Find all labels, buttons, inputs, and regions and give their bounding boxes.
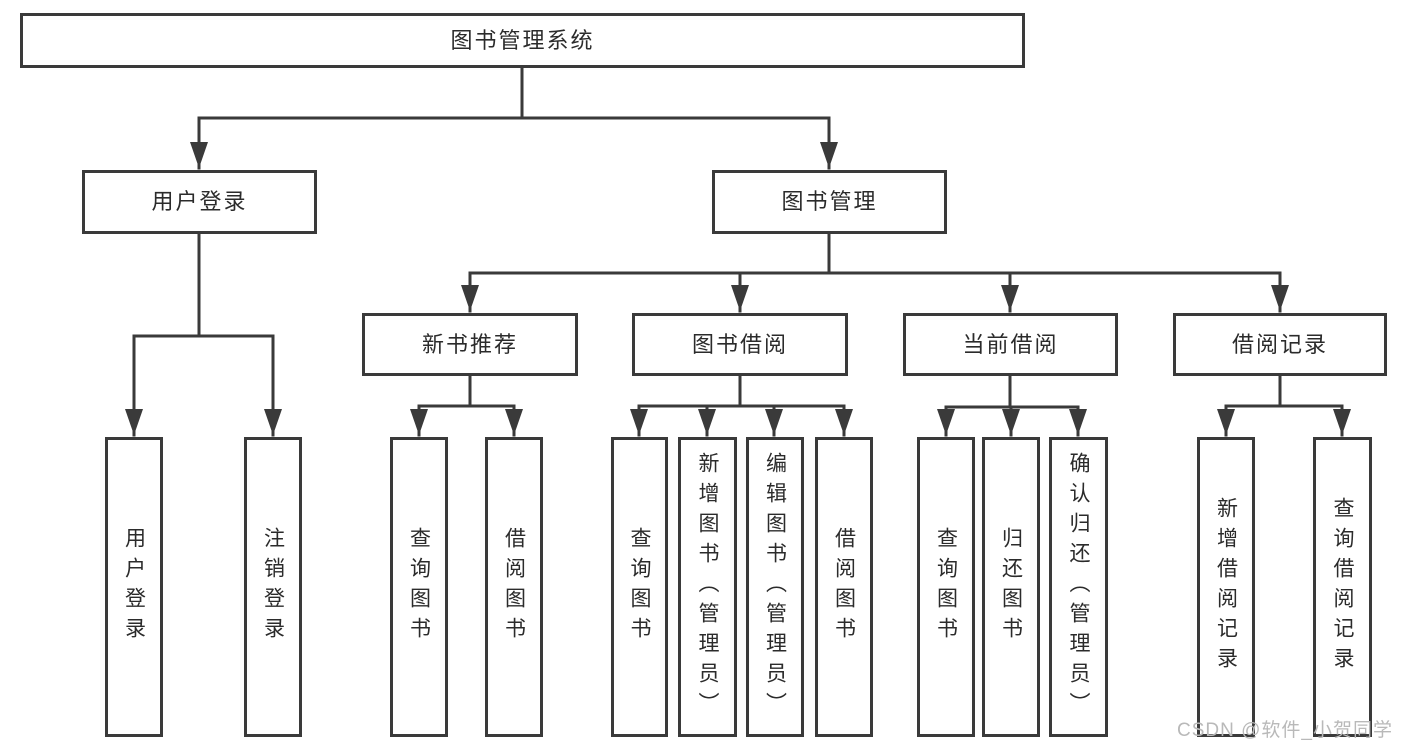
- leaf-add-borrow-record: 新增借阅记录: [1197, 437, 1255, 737]
- node-book-management-branch: 图书管理: [712, 170, 947, 234]
- node-current-borrowing: 当前借阅: [903, 313, 1118, 376]
- node-new-book-recommend: 新书推荐: [362, 313, 578, 376]
- node-root-system: 图书管理系统: [20, 13, 1025, 68]
- leaf-logout: 注销登录: [244, 437, 302, 737]
- leaf-user-login: 用户登录: [105, 437, 163, 737]
- node-book-borrowing: 图书借阅: [632, 313, 848, 376]
- leaf-edit-books-admin: 编辑图书（管理员）: [746, 437, 804, 737]
- leaf-add-books-admin: 新增图书（管理员）: [678, 437, 737, 737]
- leaf-borrow-books-2: 借阅图书: [815, 437, 873, 737]
- leaf-confirm-return-admin: 确认归还（管理员）: [1049, 437, 1108, 737]
- leaf-query-books-2: 查询图书: [611, 437, 668, 737]
- node-user-login-branch: 用户登录: [82, 170, 317, 234]
- leaf-return-books: 归还图书: [982, 437, 1040, 737]
- leaf-query-books-1: 查询图书: [390, 437, 448, 737]
- leaf-borrow-books-1: 借阅图书: [485, 437, 543, 737]
- leaf-query-books-3: 查询图书: [917, 437, 975, 737]
- leaf-query-borrow-record: 查询借阅记录: [1313, 437, 1372, 737]
- node-borrow-records: 借阅记录: [1173, 313, 1387, 376]
- csdn-watermark: CSDN @软件_小贺同学: [1177, 720, 1393, 741]
